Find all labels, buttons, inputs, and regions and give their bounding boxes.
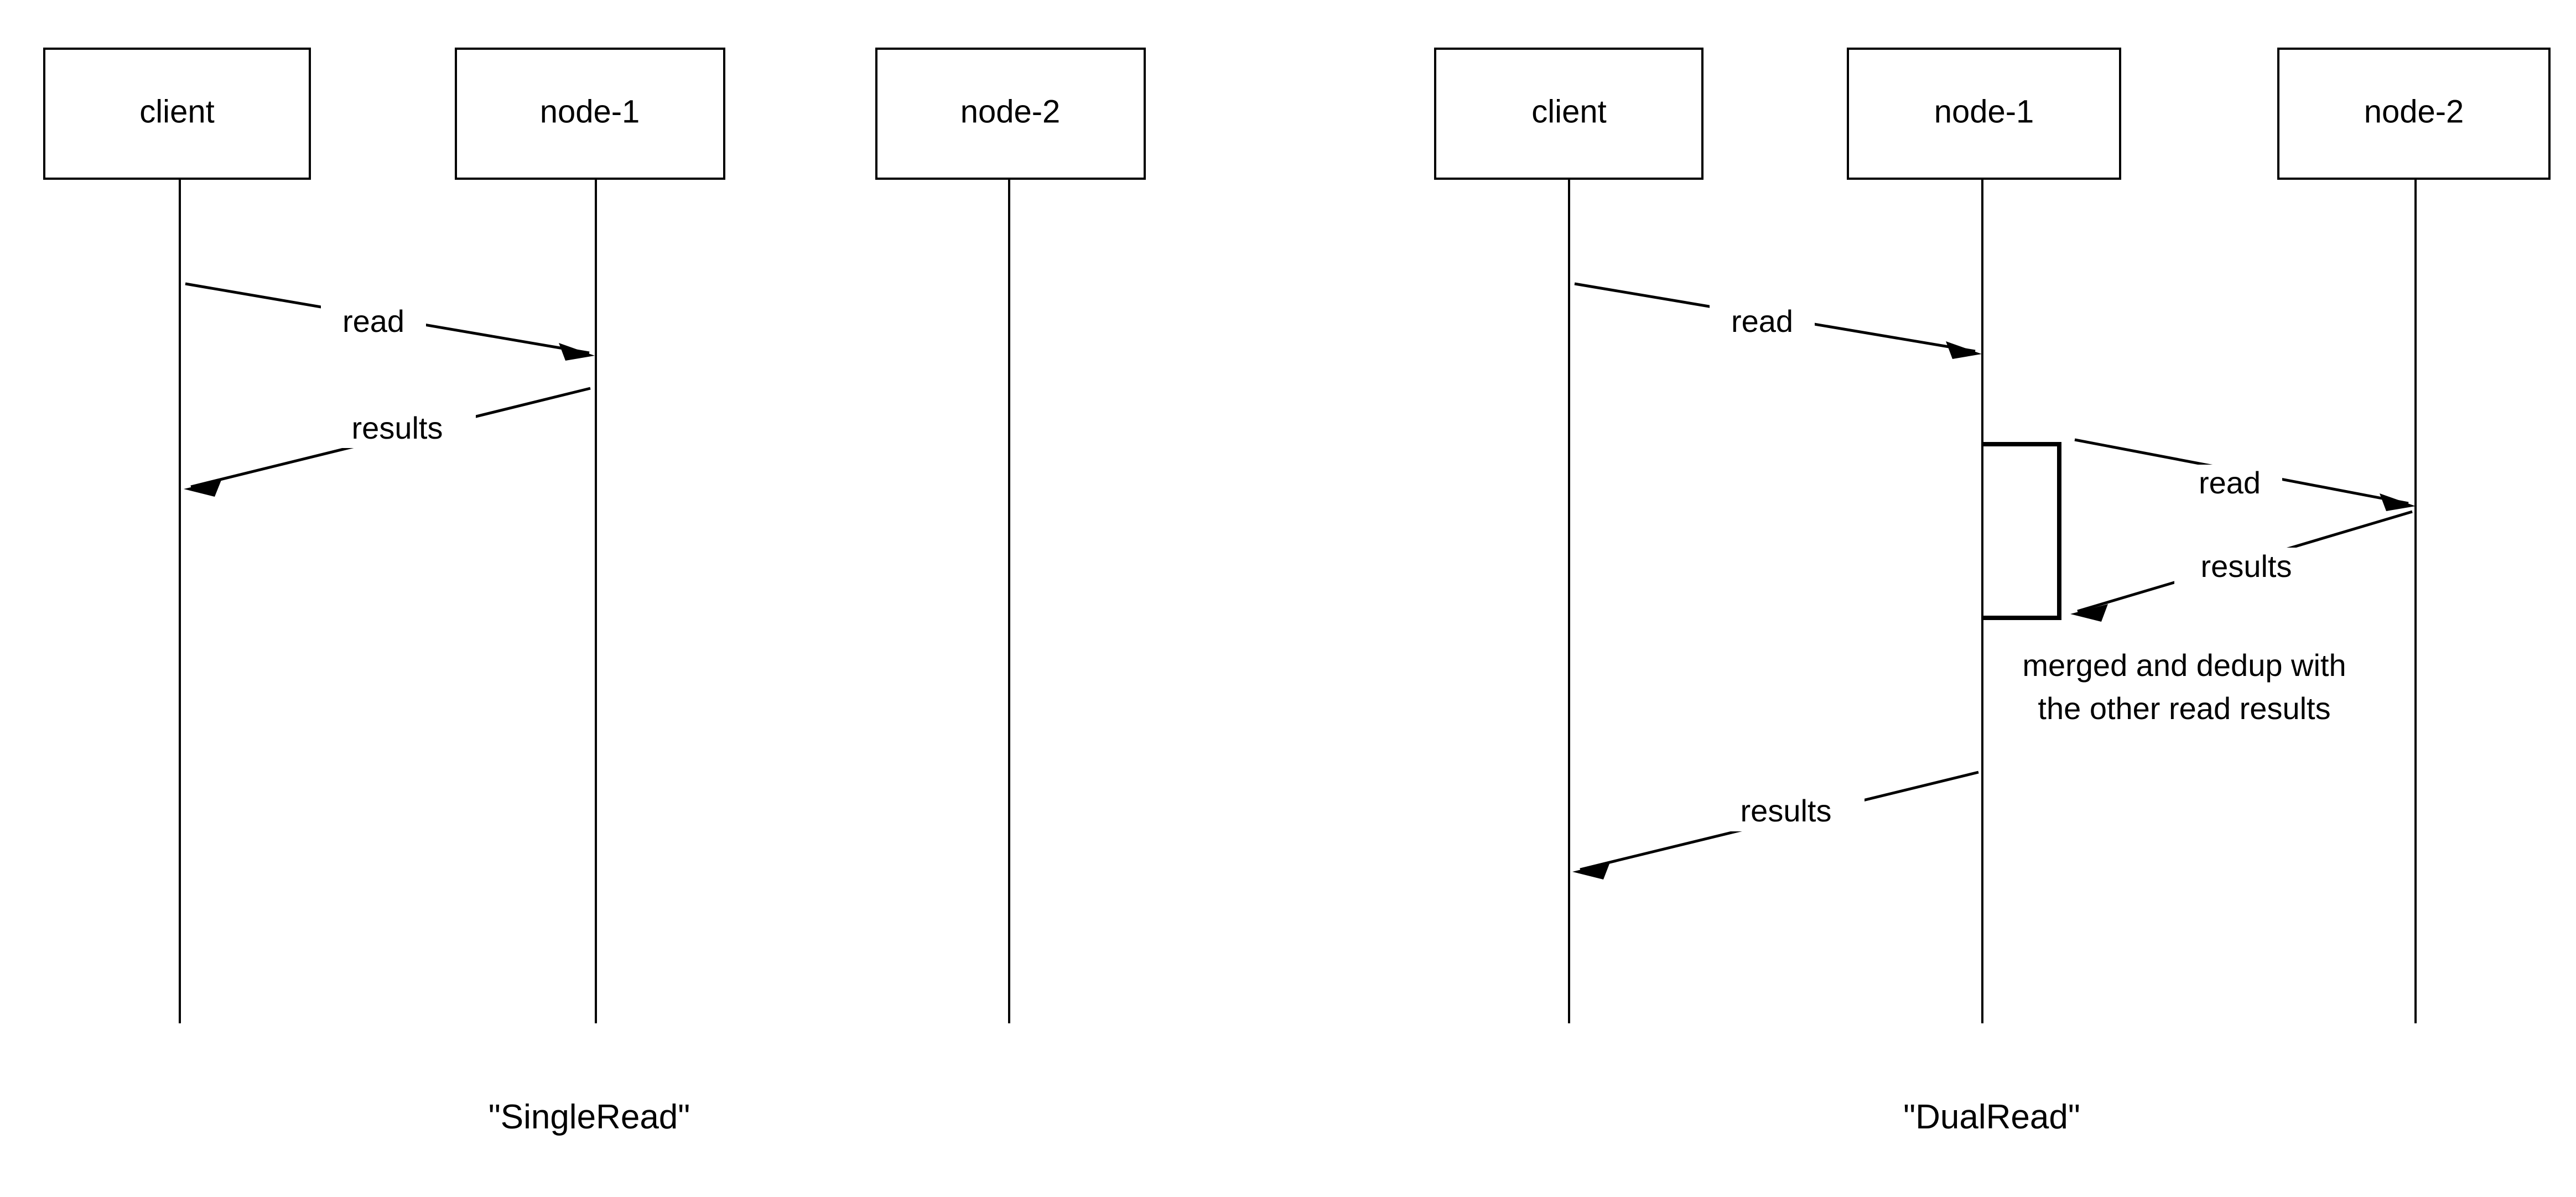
activation-bracket-node-1 [1982, 442, 2061, 620]
arrowhead-read-right [559, 343, 595, 361]
arrowhead-results-1-dual [2070, 604, 2108, 622]
message-results-node-1-to-client: results [184, 387, 591, 497]
message-results-node-1-to-client-dual: results [1572, 771, 1979, 879]
arrowhead-results-2-dual [1572, 862, 1610, 879]
participant-node-1-dual[interactable]: node-1 [1847, 48, 2121, 180]
participant-node-2-single[interactable]: node-2 [875, 48, 1146, 180]
message-label-backdrop-read-1-dual [1710, 303, 1815, 342]
participant-box-node-1[interactable] [455, 48, 725, 180]
message-label-backdrop-read [321, 303, 426, 342]
participant-label-node-2: node-2 [960, 93, 1061, 129]
message-read-node-1-to-node-2-dual: read [2074, 438, 2416, 511]
participant-label-node-1: node-1 [540, 93, 640, 129]
message-label-backdrop-results-2-dual [1715, 793, 1865, 831]
message-read-client-to-node-1-dual: read [1574, 282, 1982, 359]
participant-node-1-single[interactable]: node-1 [455, 48, 725, 180]
message-label-results-2-dual: results [1741, 793, 1832, 828]
message-label-results-1-dual: results [2201, 549, 2292, 584]
message-label-backdrop-results [326, 409, 476, 448]
message-label-backdrop-results-1-dual [2174, 548, 2324, 586]
message-read-client-to-node-1: read [185, 282, 595, 361]
participant-label-client-dual: client [1531, 93, 1606, 129]
participant-box-node-2-dual[interactable] [2277, 48, 2551, 180]
participant-box-node-1-dual[interactable] [1847, 48, 2121, 180]
participant-box-node-2[interactable] [875, 48, 1146, 180]
diagram-caption-single-read: "SingleRead" [489, 1098, 690, 1136]
participant-label-client: client [139, 93, 214, 129]
participant-box-client[interactable] [43, 48, 311, 180]
arrowhead-results-left [184, 480, 221, 497]
message-label-read-1-dual: read [1731, 304, 1793, 339]
note-line-2: the other read results [2038, 691, 2330, 726]
participant-node-2-dual[interactable]: node-2 [2277, 48, 2551, 180]
diagram-caption-dual-read: "DualRead" [1903, 1098, 2080, 1136]
participant-label-node-1-dual: node-1 [1934, 93, 2034, 129]
participant-client-dual[interactable]: client [1434, 48, 1704, 180]
diagram-single-read: client node-1 node-2 read [43, 48, 1146, 1136]
participant-label-node-2-dual: node-2 [2364, 93, 2464, 129]
message-label-backdrop-read-2-dual [2177, 465, 2282, 503]
arrowhead-read-1-dual [1946, 341, 1982, 359]
note-merged-dedup: merged and dedup with the other read res… [2022, 648, 2346, 726]
arrowhead-read-2-dual [2380, 493, 2416, 511]
message-label-read: read [342, 304, 404, 339]
message-label-results: results [352, 410, 443, 445]
diagram-dual-read: client node-1 node-2 read [1434, 48, 2551, 1136]
message-results-node-2-to-node-1-dual: results [2070, 510, 2413, 622]
participant-client-single[interactable]: client [43, 48, 311, 180]
note-line-1: merged and dedup with [2022, 648, 2346, 683]
message-label-read-2-dual: read [2199, 465, 2261, 500]
